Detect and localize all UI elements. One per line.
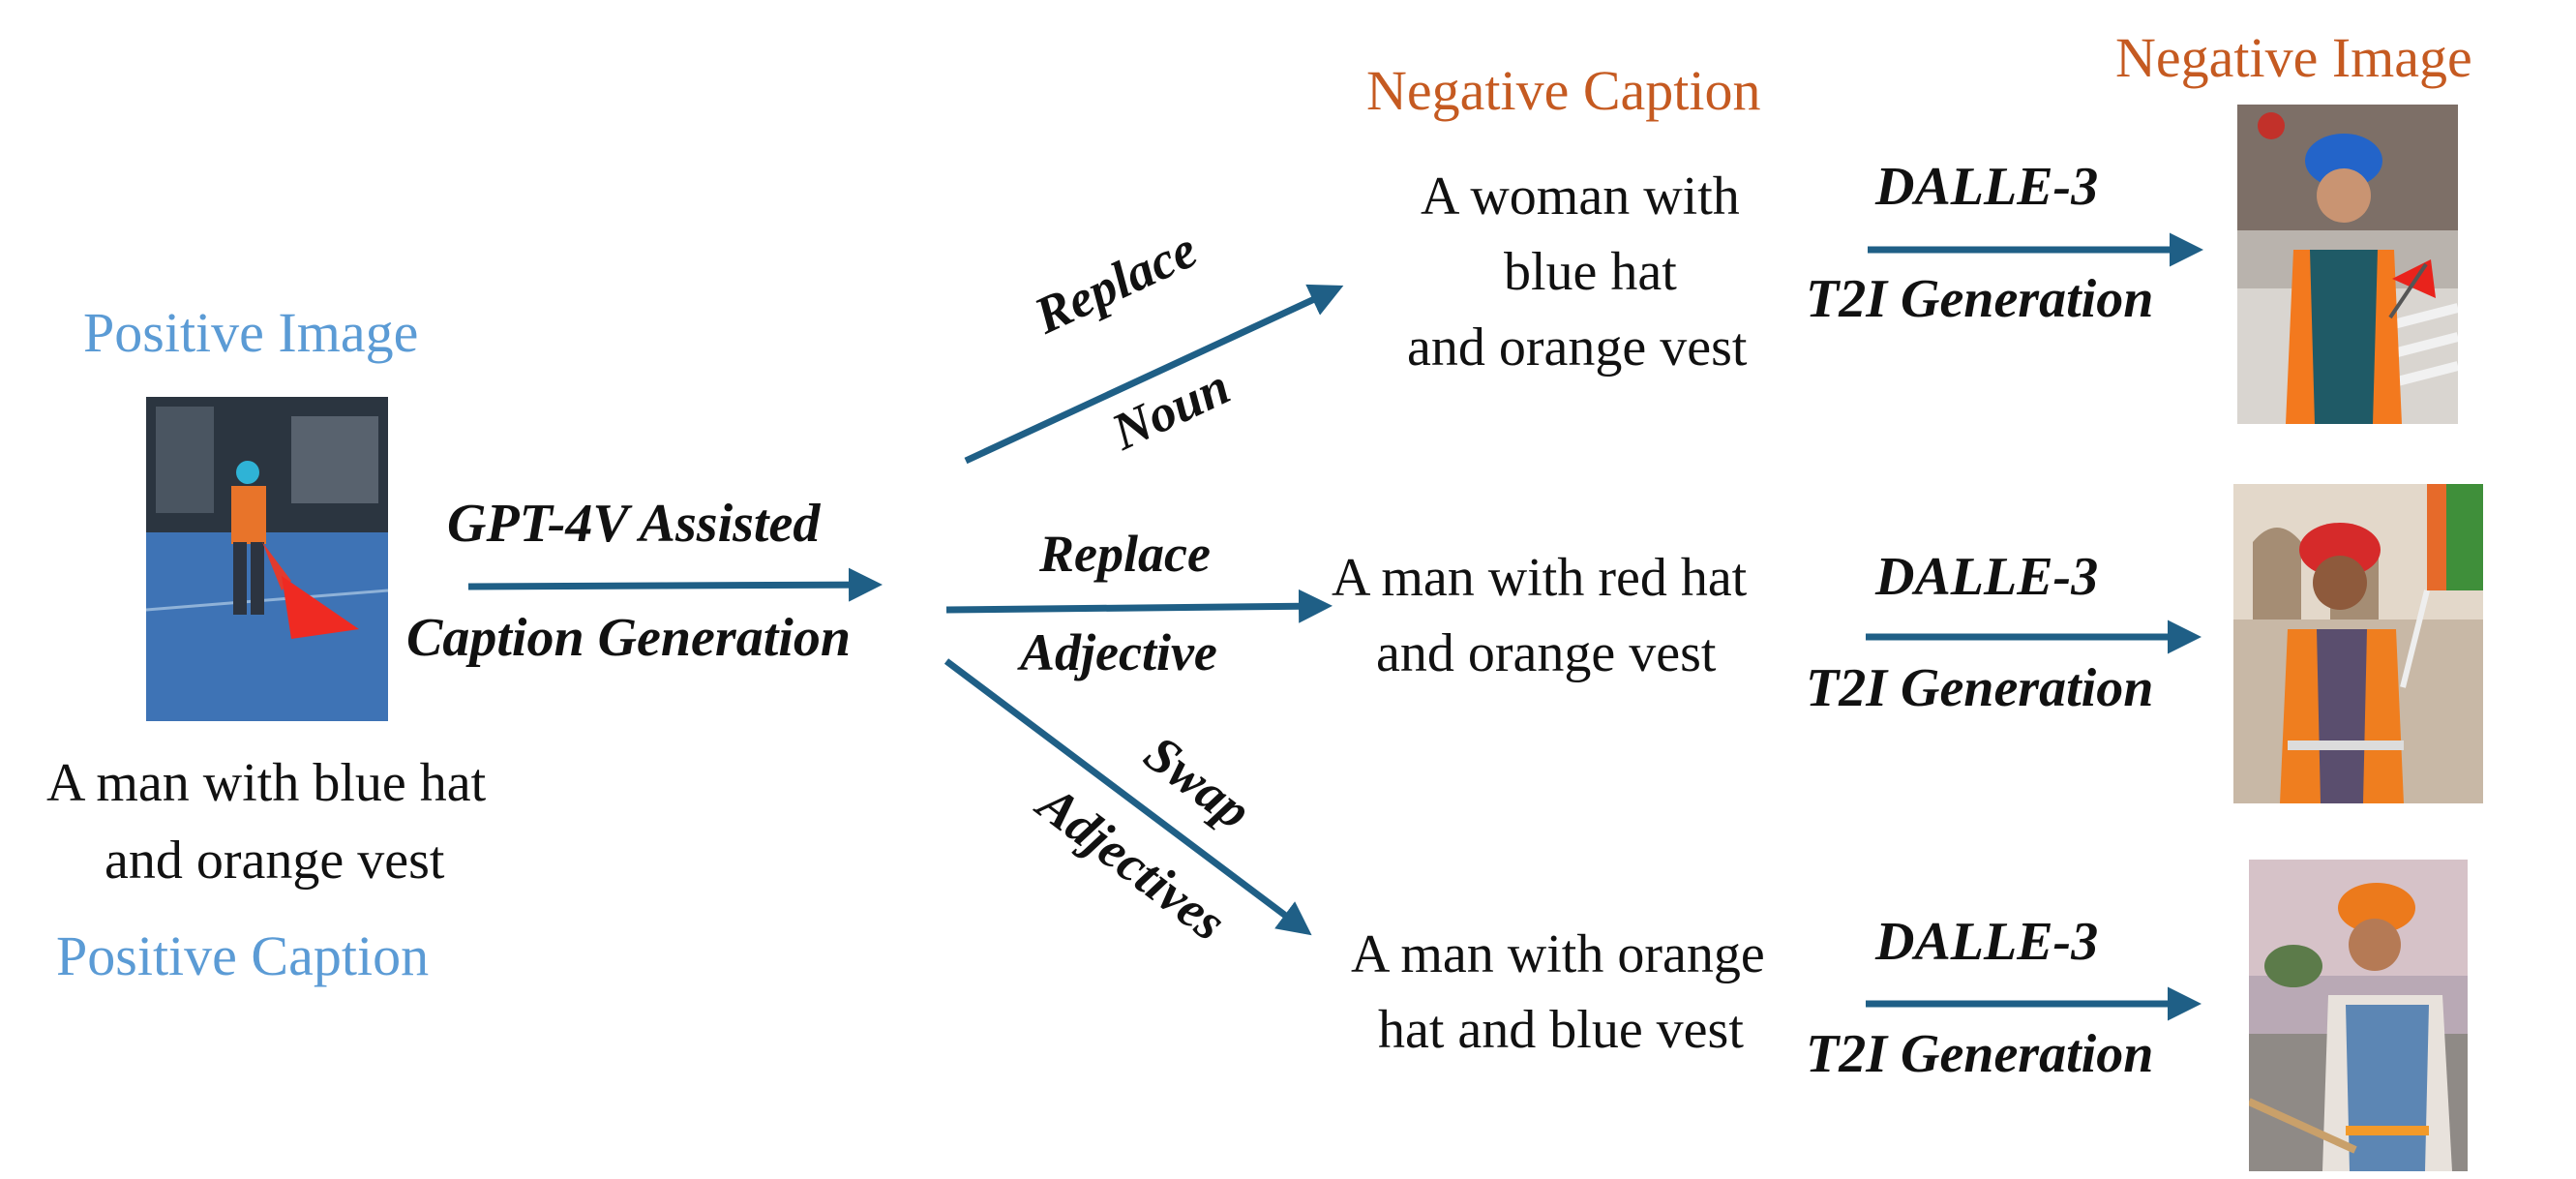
- negative-caption-3-line-1: A man with orange: [1351, 924, 1765, 984]
- negative-caption-label: Negative Caption: [1366, 59, 1761, 122]
- negative-caption-2-line-1: A man with red hat: [1332, 548, 1748, 608]
- negative-caption-3-line-2: hat and blue vest: [1378, 1000, 1744, 1060]
- positive-caption-line-2: and orange vest: [105, 831, 445, 891]
- dalle-label-2-line-2: T2I Generation: [1806, 658, 2154, 718]
- gpt-step-line-2: Caption Generation: [406, 608, 851, 668]
- dalle-label-1-line-1: DALLE-3: [1875, 157, 2099, 217]
- positive-image-label: Positive Image: [83, 301, 419, 364]
- negative-image-2: [2233, 484, 2483, 803]
- negative-image-1: [2237, 105, 2458, 424]
- negative-caption-2-line-2: and orange vest: [1376, 623, 1717, 683]
- negative-image-3: [2249, 860, 2468, 1179]
- positive-caption-line-1: A man with blue hat: [46, 753, 487, 813]
- replace-noun-arrow: [964, 284, 1344, 465]
- negative-caption-1-line-2: blue hat: [1504, 242, 1677, 302]
- dalle-label-3-line-1: DALLE-3: [1875, 912, 2099, 972]
- swap-adjectives-arrow: [944, 658, 1312, 936]
- negative-image-label: Negative Image: [2115, 26, 2472, 89]
- gpt-step-line-1: GPT-4V Assisted: [447, 494, 821, 554]
- replace-adjective-arrow: [945, 589, 1333, 623]
- negative-caption-1-line-1: A woman with: [1421, 166, 1740, 227]
- positive-caption-label: Positive Caption: [56, 924, 430, 987]
- replace-adjective-op-line-1: Replace: [1039, 525, 1211, 583]
- dalle-label-2-line-1: DALLE-3: [1875, 547, 2099, 607]
- gpt-arrow: [467, 567, 883, 602]
- positive-image: [146, 397, 388, 721]
- negative-caption-1-line-3: and orange vest: [1407, 317, 1748, 378]
- dalle-label-3-line-2: T2I Generation: [1806, 1024, 2154, 1084]
- replace-adjective-op-line-2: Adjective: [1020, 623, 1217, 681]
- dalle-label-1-line-2: T2I Generation: [1806, 269, 2154, 329]
